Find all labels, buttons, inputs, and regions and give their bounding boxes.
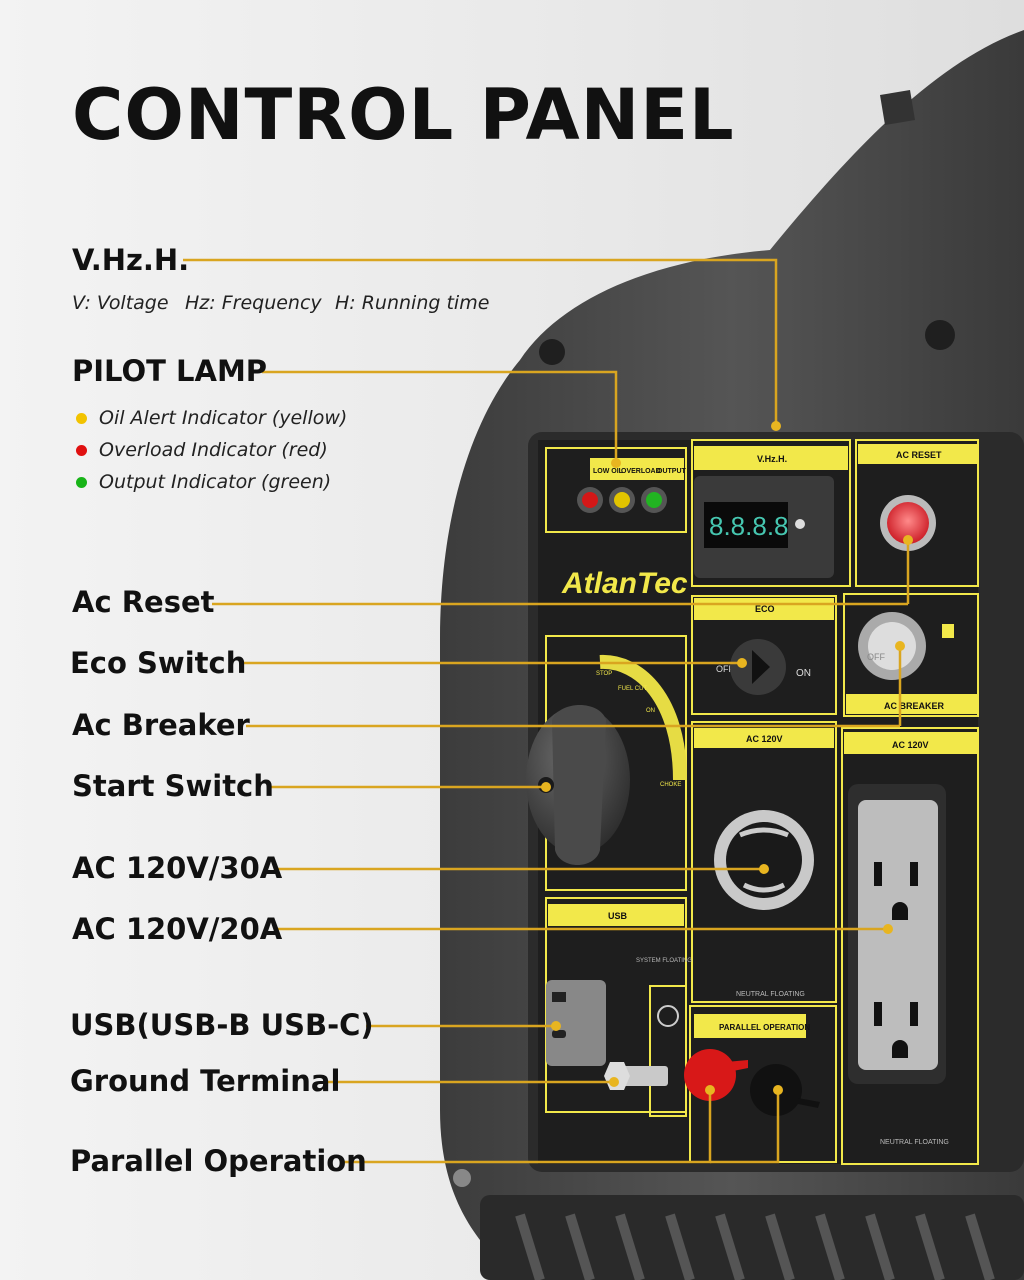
lamp-label-output: OUTPUT (657, 468, 687, 475)
ac-reset-panel-label: AC RESET (896, 450, 942, 460)
page-title: CONTROL PANEL (72, 74, 735, 156)
indicator-label: Overload Indicator (red) (99, 439, 328, 461)
legend-voltage: V: Voltage (72, 292, 169, 314)
red-dot-icon (76, 444, 87, 456)
list-item: Oil Alert Indicator (yellow) (76, 402, 347, 434)
callout-parallel-operation: Parallel Operation (70, 1144, 367, 1178)
vent-grille (480, 1195, 1024, 1280)
eco-on-label: ON (796, 668, 811, 679)
callout-ac-breaker: Ac Breaker (72, 708, 250, 742)
meter-label: V.Hz.H. (757, 454, 787, 464)
dial-label-on: ON (646, 708, 655, 714)
callout-usb: USB(USB-B USB-C) (70, 1008, 374, 1042)
overload-lamp-icon (582, 492, 598, 508)
lamp-label-overload: OVERLOAD (621, 468, 661, 475)
ac-120v-right-label: AC 120V (892, 740, 929, 750)
indicator-label: Oil Alert Indicator (yellow) (99, 407, 348, 429)
parallel-panel-label: PARALLEL OPERATION (719, 1023, 810, 1032)
legend-running-time: H: Running time (335, 292, 490, 314)
callout-pilot-lamp: PILOT LAMP (72, 354, 268, 388)
breaker-symbol-icon (942, 624, 954, 638)
ac-breaker-button[interactable] (868, 622, 916, 670)
screw-icon (453, 1169, 471, 1187)
callout-ac-20a: AC 120V/20A (72, 912, 283, 946)
dial-label-stop: STOP (596, 671, 612, 677)
callout-start-switch: Start Switch (72, 769, 274, 803)
meter-display: 8.8.8.8 (709, 511, 789, 541)
usb-panel-label: USB (608, 911, 628, 921)
brand-logo: AtlanTec (561, 567, 688, 600)
dial-label-fuel-cut: FUEL CUT (618, 686, 647, 692)
ac-breaker-panel-label: AC BREAKER (884, 701, 945, 711)
indicator-label: Output Indicator (green) (99, 471, 332, 493)
oil-lamp-icon (614, 492, 630, 508)
ac-30a-outlet[interactable] (726, 822, 802, 898)
output-lamp-icon (646, 492, 662, 508)
callout-ac-reset: Ac Reset (72, 585, 215, 619)
callout-ground-terminal: Ground Terminal (70, 1064, 341, 1098)
neutral-floating-left: NEUTRAL FLOATING (736, 991, 805, 998)
callout-eco-switch: Eco Switch (70, 646, 247, 680)
ac-20a-outlet[interactable] (858, 800, 938, 1070)
ac-reset-button[interactable] (887, 502, 929, 544)
ac-120v-left-label: AC 120V (746, 734, 783, 744)
usb-c-port[interactable] (552, 1030, 566, 1038)
yellow-dot-icon (76, 412, 87, 424)
green-dot-icon (76, 476, 87, 488)
pilot-indicator-list: Oil Alert Indicator (yellow) Overload In… (76, 402, 347, 498)
eco-panel-label: ECO (755, 604, 775, 614)
neutral-floating-right: NEUTRAL FLOATING (880, 1139, 949, 1146)
screw-hole-icon (539, 339, 565, 365)
list-item: Overload Indicator (red) (76, 434, 347, 466)
parallel-port-red[interactable] (684, 1049, 736, 1101)
eco-off-label: OFF (716, 664, 734, 674)
eco-switch-toggle[interactable] (752, 650, 770, 684)
control-panel-plate: LOW OIL OVERLOAD OUTPUT AtlanTec V.Hz.H.… (526, 432, 1024, 1172)
callout-vhzh: V.Hz.H. (72, 243, 190, 277)
callout-ac-30a: AC 120V/30A (72, 851, 283, 885)
system-floating-label: SYSTEM FLOATING (636, 958, 692, 964)
breaker-off-label: OFF (867, 652, 885, 662)
usb-b-port[interactable] (552, 992, 566, 1002)
lamp-label-low-oil: LOW OIL (593, 468, 624, 475)
screw-hole-icon (925, 320, 955, 350)
legend-frequency: Hz: Frequency (185, 292, 322, 314)
leader-dots (541, 421, 913, 1095)
dial-label-choke: CHOKE (660, 782, 681, 788)
leader-lines (183, 258, 910, 1164)
list-item: Output Indicator (green) (76, 466, 347, 498)
ground-symbol-icon (657, 1005, 679, 1027)
